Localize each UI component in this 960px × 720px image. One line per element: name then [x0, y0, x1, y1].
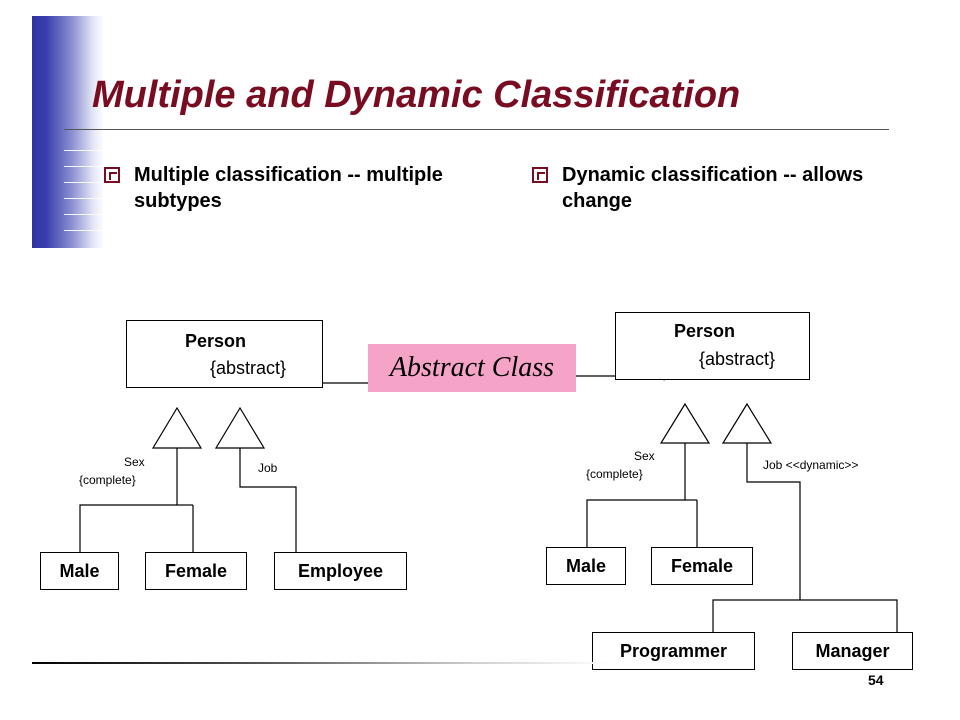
job-connector — [239, 448, 297, 552]
class-name: Person — [674, 321, 736, 341]
checkbox-bullet-icon — [104, 167, 120, 183]
decorative-stripe — [64, 182, 104, 183]
class-male-right: Male — [546, 547, 626, 585]
bullet-multiple-classification: Multiple classification -- multiple subt… — [104, 162, 464, 214]
decorative-stripe — [64, 198, 104, 199]
class-male: Male — [40, 552, 119, 590]
generalization-triangle-sex — [151, 406, 203, 449]
class-stereotype: {abstract} — [699, 349, 776, 369]
person-class-right: Person {abstract} — [615, 312, 810, 380]
decorative-stripe — [64, 150, 104, 151]
generalization-triangle-sex-right — [659, 402, 711, 444]
sex-constraint-right: {complete} — [586, 467, 643, 481]
bullet-text: Multiple classification -- multiple subt… — [134, 164, 443, 212]
abstract-class-callout: Abstract Class — [368, 344, 576, 392]
sex-constraint: {complete} — [79, 473, 136, 487]
generalization-triangle-job-right — [721, 402, 773, 444]
title-divider — [64, 129, 889, 130]
sex-label-right: Sex — [634, 449, 655, 463]
checkbox-bullet-icon — [532, 167, 548, 183]
decorative-stripe — [64, 214, 104, 215]
bullet-dynamic-classification: Dynamic classification -- allows change — [532, 162, 892, 214]
job-label: Job — [258, 461, 278, 475]
class-female-right: Female — [651, 547, 753, 585]
class-female: Female — [145, 552, 247, 590]
generalization-triangle-job — [214, 406, 266, 449]
sex-label: Sex — [124, 455, 145, 469]
person-class-left: Person {abstract} — [126, 320, 323, 388]
job-subtype-connector — [712, 599, 898, 632]
class-programmer: Programmer — [592, 632, 755, 670]
class-manager: Manager — [792, 632, 913, 670]
sex-connector — [79, 448, 178, 552]
decorative-side-bar — [32, 16, 104, 248]
decorative-stripe — [64, 166, 104, 167]
slide-title: Multiple and Dynamic Classification — [92, 74, 741, 116]
job-connector-right — [746, 443, 801, 600]
page-number: 54 — [868, 672, 884, 688]
job-dynamic-label: Job <<dynamic>> — [763, 458, 859, 472]
class-name: Person — [185, 331, 247, 351]
sex-connector-right — [586, 443, 686, 547]
class-employee: Employee — [274, 552, 407, 590]
bullet-text: Dynamic classification -- allows change — [562, 164, 864, 212]
footer-divider — [32, 662, 612, 664]
decorative-stripe — [64, 230, 104, 231]
class-stereotype: {abstract} — [210, 358, 287, 378]
